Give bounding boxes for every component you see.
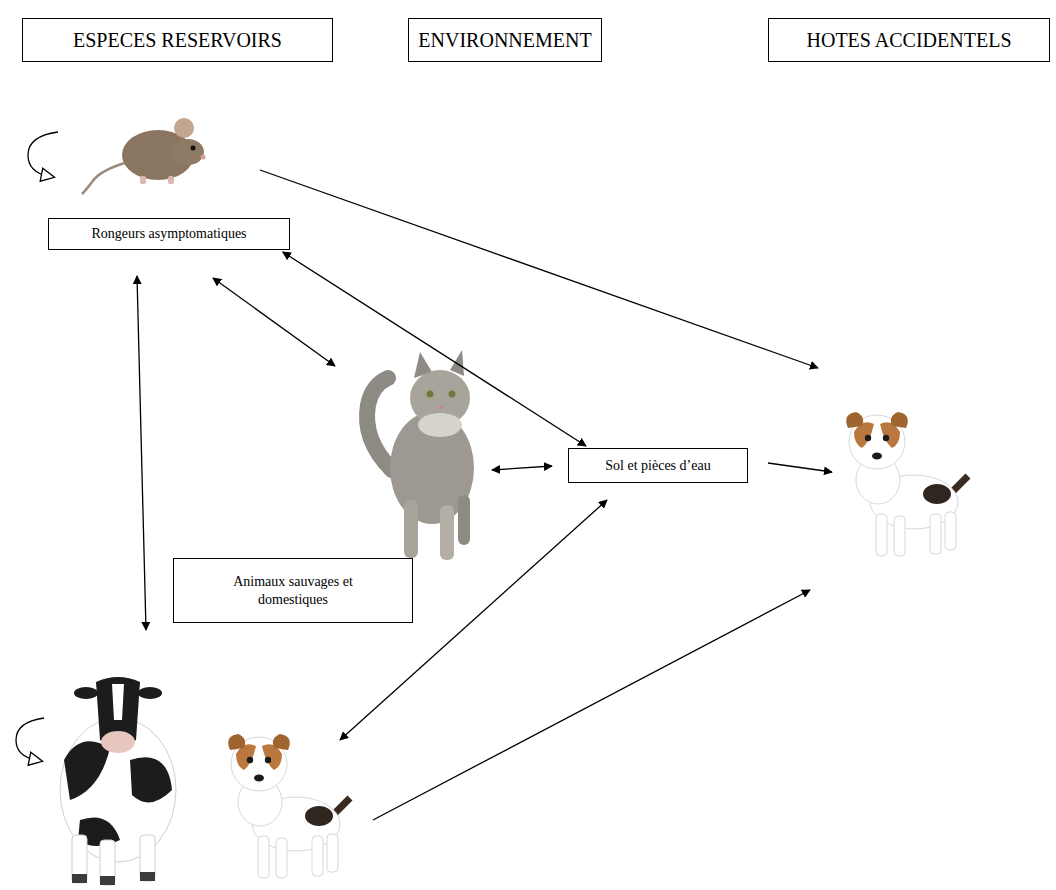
cow-muzzle (101, 731, 135, 753)
node-label: Rongeurs asymptomatiques (91, 225, 246, 243)
loop-arrow (16, 718, 44, 760)
mouse-ear (174, 118, 194, 138)
node-label: ESPECES RESERVOIRS (73, 28, 282, 53)
arrow-lines (16, 132, 832, 820)
arrow (260, 170, 818, 368)
cat-eye (449, 391, 456, 398)
node-label: ENVIRONNEMENT (418, 28, 591, 53)
dog-illustration (846, 412, 982, 556)
arrow (768, 463, 832, 472)
mouse-tail (82, 162, 128, 194)
arrow (137, 276, 146, 630)
arrow (213, 278, 335, 366)
cat-illustration (367, 350, 474, 560)
arrow (492, 466, 552, 470)
mouse-eye (191, 146, 196, 151)
mouse-foot (140, 176, 146, 184)
mouse-nose (201, 155, 206, 160)
label-box: Animaux sauvages et domestiques (173, 558, 413, 623)
column-header: ENVIRONNEMENT (408, 18, 602, 62)
cow-leg (140, 835, 155, 881)
cat-leg (404, 500, 418, 558)
cow-hoof (72, 874, 87, 883)
cow-leg (100, 840, 115, 885)
cow-patch (130, 757, 172, 802)
mouse-illustration (82, 118, 206, 194)
column-header: ESPECES RESERVOIRS (22, 18, 333, 62)
dog-illustration (228, 734, 364, 878)
arrow (373, 590, 810, 820)
node-label: HOTES ACCIDENTELS (807, 28, 1012, 53)
node-label: Animaux sauvages et domestiques (218, 573, 368, 608)
cow-patch (64, 741, 110, 800)
mouse-head (172, 139, 204, 165)
cow-illustration (60, 677, 176, 885)
cat-eye (427, 391, 434, 398)
label-box: Rongeurs asymptomatiques (48, 218, 290, 250)
cat-nose (438, 406, 444, 410)
column-header: HOTES ACCIDENTELS (768, 18, 1050, 62)
node-label: Sol et pièces d’eau (605, 457, 710, 475)
cow-ear (74, 687, 98, 699)
cow-leg (72, 835, 87, 883)
loop-arrow (28, 132, 58, 176)
cat-leg (440, 505, 454, 560)
cat-leg (458, 495, 470, 545)
cow-blaze (112, 684, 124, 720)
cow-hoof (140, 872, 155, 881)
mouse-foot (168, 176, 174, 184)
cat-chest (418, 413, 462, 437)
connector-arrow (283, 252, 586, 446)
cat-tail (367, 378, 392, 470)
cow-ear (138, 687, 162, 699)
label-box: Sol et pièces d’eau (568, 448, 748, 483)
cow-hoof (100, 876, 115, 885)
